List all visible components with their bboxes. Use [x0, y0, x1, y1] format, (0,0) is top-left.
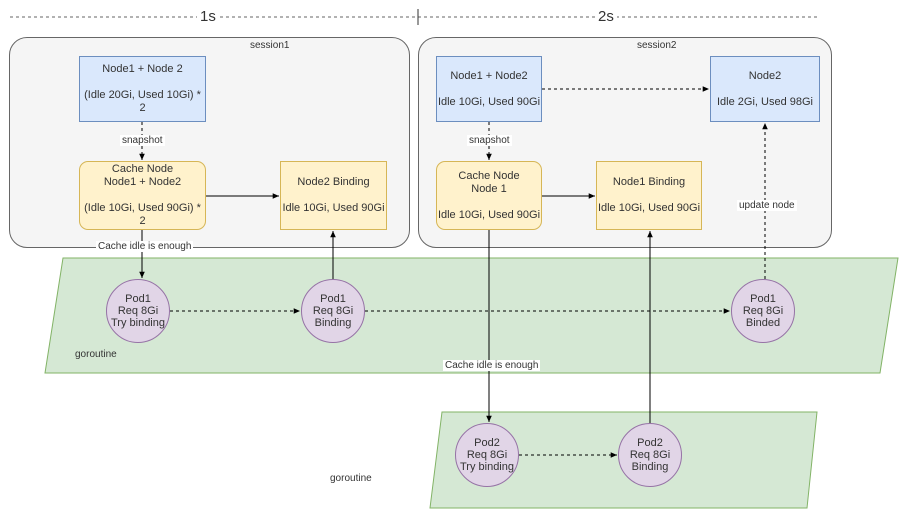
session2-binding-line2: Idle 10Gi, Used 90Gi: [597, 202, 701, 214]
pod-line2: Req 8Gi: [629, 449, 671, 461]
session1-snapshot-label: snapshot: [120, 135, 165, 146]
session1-node-box: Node1 + Node 2 (Idle 20Gi, Used 10Gi) * …: [79, 56, 206, 122]
session2-cache-line1: Cache Node: [458, 169, 520, 182]
session2-cache-line3: Idle 10Gi, Used 90Gi: [437, 208, 541, 221]
session2-cache-line2: Node 1: [471, 182, 507, 195]
session1-cache-idle-label: Cache idle is enough: [96, 241, 194, 252]
session1-label: session1: [250, 40, 290, 51]
session1-binding-line1: Node2 Binding: [297, 176, 370, 188]
session2-cache-idle-label: Cache idle is enough: [443, 360, 541, 371]
pod-line1: Pod1: [125, 293, 151, 305]
goroutine1-label: goroutine: [75, 349, 117, 360]
session2-binding-line1: Node1 Binding: [612, 176, 686, 188]
pod-line3: Binding: [631, 461, 669, 473]
pod1-binding: Pod1 Req 8Gi Binding: [301, 279, 365, 343]
goroutine2-label: goroutine: [330, 473, 372, 484]
pod-line3: Binded: [745, 317, 781, 329]
session2-label: session2: [637, 40, 677, 51]
session2-node2-box: Node2 Idle 2Gi, Used 98Gi: [710, 56, 820, 122]
goroutine1-shape: [44, 257, 899, 374]
pod-line3: Try binding: [110, 317, 165, 329]
pod-line3: Binding: [314, 317, 352, 329]
session2-node-box: Node1 + Node2 Idle 10Gi, Used 90Gi: [436, 56, 542, 122]
session2-node-line1: Node1 + Node2: [450, 69, 528, 82]
pod-line2: Req 8Gi: [117, 305, 159, 317]
session1-node-line1: Node1 + Node 2: [102, 63, 183, 75]
timeline-1s-label: 1s: [197, 8, 219, 25]
pod2-try-binding: Pod2 Req 8Gi Try binding: [455, 423, 519, 487]
pod-line2: Req 8Gi: [466, 449, 508, 461]
session1-cache-line1: Cache Node: [111, 163, 174, 175]
session2-node2-line2: Idle 2Gi, Used 98Gi: [717, 95, 813, 108]
session2-node-line2: Idle 10Gi, Used 90Gi: [437, 95, 541, 108]
pod-line1: Pod1: [320, 293, 346, 305]
session1-cache-box: Cache Node Node1 + Node2 (Idle 10Gi, Use…: [79, 161, 206, 230]
session1-binding-box: Node2 Binding Idle 10Gi, Used 90Gi: [280, 161, 387, 230]
pod-line1: Pod2: [637, 437, 663, 449]
session2-node2-line1: Node2: [748, 69, 782, 82]
session1-cache-line3: (Idle 10Gi, Used 90Gi) * 2: [84, 202, 201, 227]
session1-binding-line2: Idle 10Gi, Used 90Gi: [282, 202, 385, 214]
session1-cache-line2: Node1 + Node2: [103, 176, 182, 188]
pod-line2: Req 8Gi: [312, 305, 354, 317]
pod-line1: Pod2: [474, 437, 500, 449]
session2-binding-box: Node1 Binding Idle 10Gi, Used 90Gi: [596, 161, 702, 230]
pod-line1: Pod1: [750, 293, 776, 305]
pod-line2: Req 8Gi: [742, 305, 784, 317]
session1-node-line2: (Idle 20Gi, Used 10Gi) * 2: [84, 89, 201, 114]
update-node-label: update node: [737, 200, 797, 211]
pod1-try-binding: Pod1 Req 8Gi Try binding: [106, 279, 170, 343]
pod2-binding: Pod2 Req 8Gi Binding: [618, 423, 682, 487]
timeline-2s-label: 2s: [595, 8, 617, 25]
session2-snapshot-label: snapshot: [467, 135, 512, 146]
session2-cache-box: Cache Node Node 1 Idle 10Gi, Used 90Gi: [436, 161, 542, 230]
pod1-binded: Pod1 Req 8Gi Binded: [731, 279, 795, 343]
pod-line3: Try binding: [459, 461, 514, 473]
